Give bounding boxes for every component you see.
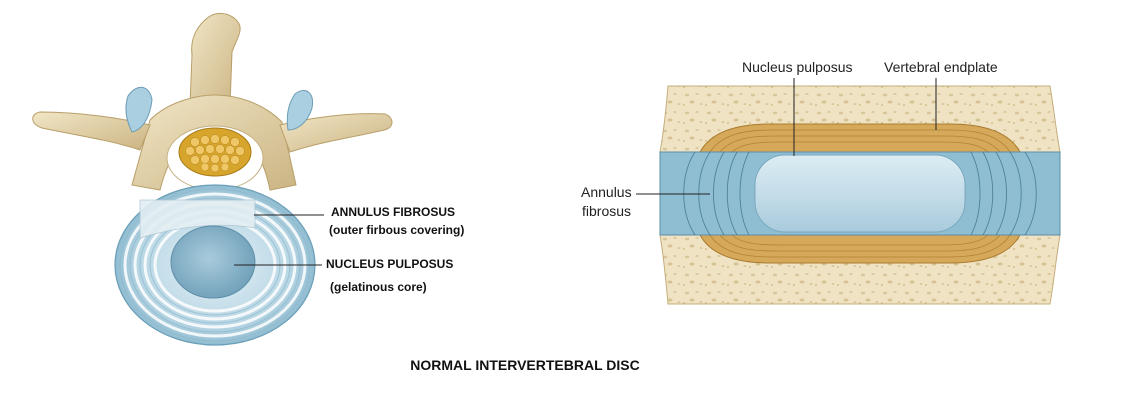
nucleus-pulposus-label: Nucleus pulposus — [742, 59, 853, 75]
nucleus-sublabel: (gelatinous core) — [330, 280, 427, 294]
spinal-cord-texture — [185, 134, 245, 173]
left-transverse-process — [32, 111, 151, 151]
spinous-process — [189, 13, 241, 106]
lower-endplate — [699, 234, 1021, 264]
annulus-fibrosus-label-line2: fibrosus — [582, 203, 631, 219]
vertebral-endplate-label: Vertebral endplate — [884, 59, 998, 75]
right-articular-facet — [286, 90, 314, 131]
right-nucleus-pulposus — [754, 154, 966, 233]
left-articular-facet — [125, 86, 153, 133]
figure-caption: NORMAL INTERVERTEBRAL DISC — [410, 357, 640, 373]
annulus-sublabel: (outer firbous covering) — [329, 223, 464, 237]
annulus-label: ANNULUS FIBROSUS — [331, 205, 455, 219]
left-vertebra-top-view — [32, 13, 393, 346]
annulus-fibrosus-label-line1: Annulus — [581, 184, 632, 200]
right-labels: Nucleus pulposus Vertebral endplate Annu… — [581, 59, 998, 219]
peeled-annulus-layer — [139, 199, 256, 239]
upper-endplate — [699, 123, 1021, 153]
nucleus-label: NUCLEUS PULPOSUS — [326, 257, 453, 271]
annulus-lamellae — [683, 151, 1037, 236]
right-disc-section — [659, 85, 1061, 305]
left-nucleus-pulposus — [170, 225, 256, 299]
left-labels: ANNULUS FIBROSUS (outer firbous covering… — [234, 205, 464, 294]
right-transverse-process — [279, 113, 393, 153]
